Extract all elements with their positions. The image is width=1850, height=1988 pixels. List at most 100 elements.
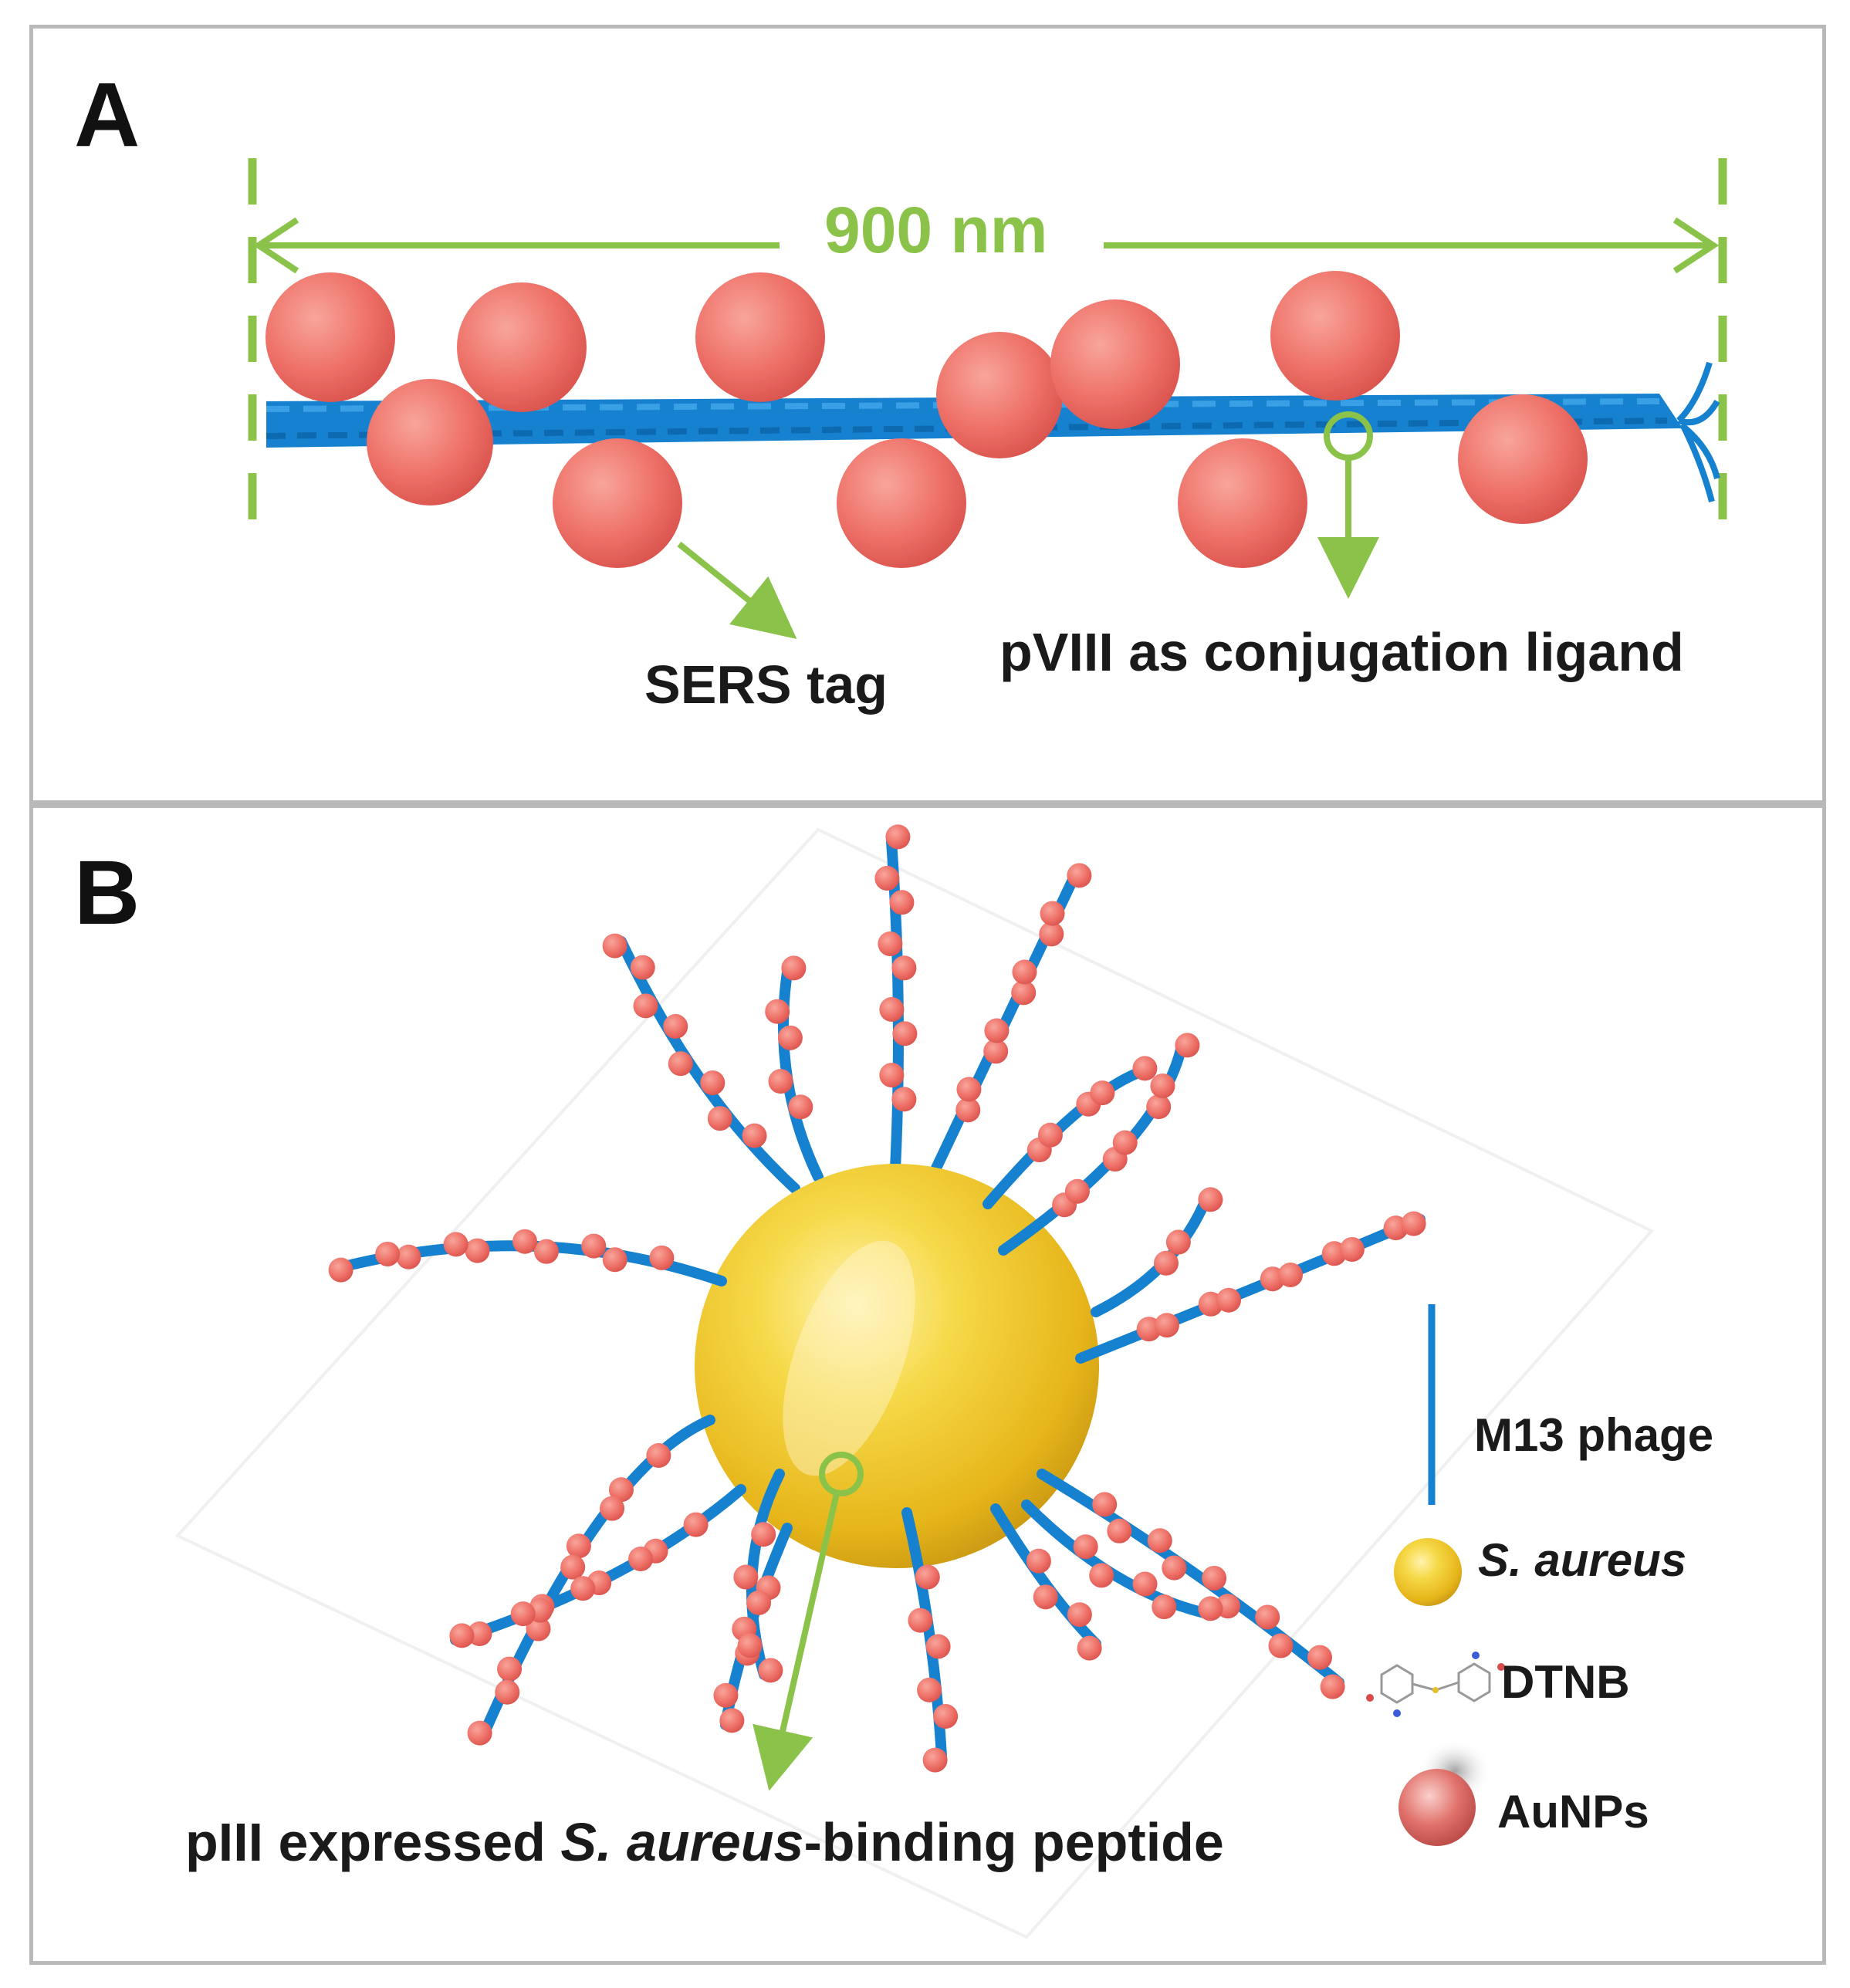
aunp-bead (1154, 1313, 1179, 1338)
aunp-bead (1092, 1492, 1118, 1517)
aunp-bead (1255, 1604, 1280, 1630)
aunp-bead (1401, 1211, 1426, 1236)
phage-arm (1037, 1469, 1344, 1688)
aunp-bead (512, 1229, 538, 1254)
nanoparticle (1178, 438, 1307, 568)
peptide-label-italic: S. aureus (560, 1812, 804, 1872)
phage-arm (1091, 1199, 1209, 1317)
aunp-bead (1039, 921, 1064, 947)
aunp-bead (707, 1106, 732, 1131)
aunp-bead (765, 999, 790, 1024)
panel-b-label: B (74, 842, 140, 944)
s-aureus-bacterium (695, 1164, 1099, 1568)
aunp-bead (891, 1087, 917, 1112)
sers-tag-label: SERS tag (644, 654, 888, 715)
nanoparticle (265, 272, 395, 402)
aunp-bead (443, 1232, 468, 1257)
aunp-bead (768, 1069, 793, 1094)
aunp-bead (1198, 1596, 1223, 1621)
aunp-bead (874, 866, 900, 891)
phage-arm (982, 1067, 1144, 1209)
legend-aunps-label: AuNPs (1497, 1786, 1649, 1838)
aunp-bead (1339, 1236, 1365, 1262)
aunp-bead (788, 1094, 813, 1120)
aunp-bead (1037, 1122, 1063, 1148)
aunp-bead (879, 997, 905, 1023)
aunp-bead (630, 955, 655, 980)
aunp-bead (733, 1564, 759, 1590)
aunp-bead (925, 1634, 951, 1659)
aunp-bead (892, 1021, 918, 1046)
aunp-bead (600, 1496, 625, 1521)
aunp-bead (1132, 1056, 1158, 1081)
scale-label: 900 nm (824, 194, 1048, 266)
legend-s-aureus-icon (1394, 1538, 1462, 1606)
aunp-bead (646, 1442, 671, 1468)
aunp-bead (1012, 959, 1037, 985)
aunp-bead (955, 1097, 981, 1123)
aunp-bead (1307, 1645, 1332, 1670)
aunp-bead (915, 1564, 940, 1590)
aunp-bead (719, 1708, 745, 1733)
aunp-bead (1152, 1594, 1177, 1620)
pviii-marker (1317, 411, 1379, 599)
aunp-bead (1090, 1080, 1115, 1106)
sers-tag-particles (265, 271, 1588, 568)
legend-aunp-icon (1398, 1769, 1476, 1846)
aunp-bead (1165, 1229, 1191, 1255)
nanoparticle (367, 379, 493, 505)
aunp-bead (1147, 1528, 1172, 1554)
aunp-bead (1026, 1548, 1051, 1574)
aunp-bead (633, 993, 658, 1019)
nanoparticle (1458, 394, 1588, 524)
aunp-bead (1040, 901, 1065, 926)
aunp-bead (683, 1512, 709, 1537)
aunp-bead (581, 1233, 607, 1259)
legend (1366, 1304, 1505, 1846)
aunp-bead (1073, 1534, 1098, 1560)
nanoparticle (553, 438, 682, 568)
aunp-bead (1077, 1635, 1102, 1661)
aunp-bead (781, 955, 807, 981)
aunp-bead (1107, 1518, 1132, 1543)
aunp-bead (1089, 1563, 1114, 1588)
phage-nanorod-illustration (248, 158, 1727, 640)
aunp-bead (328, 1257, 353, 1283)
aunp-bead (1112, 1130, 1138, 1155)
peptide-label-pre: pIII expressed (185, 1812, 561, 1872)
aunp-bead (560, 1554, 586, 1580)
aunp-bead (602, 1247, 627, 1273)
aunp-bead (1175, 1033, 1200, 1058)
aunp-bead (777, 1025, 803, 1050)
aunp-bead (742, 1123, 767, 1148)
piii-marker (753, 1452, 864, 1791)
aunp-bead (758, 1658, 783, 1683)
aunp-bead (1132, 1571, 1158, 1597)
aunp-bead (1146, 1094, 1172, 1120)
aunp-bead (983, 1039, 1009, 1064)
legend-dtnb-icon (1366, 1652, 1505, 1717)
aunp-bead (746, 1590, 772, 1615)
aunp-bead (510, 1601, 536, 1627)
aunp-bead (922, 1747, 948, 1773)
aunp-bead (465, 1238, 490, 1263)
aunp-bead (449, 1623, 475, 1648)
aunp-bead (1011, 980, 1037, 1006)
aunp-bead (375, 1241, 401, 1266)
aunp-bead (700, 1070, 725, 1096)
aunp-bead (663, 1014, 688, 1040)
aunp-bead (1064, 1178, 1090, 1204)
aunp-bead (908, 1608, 933, 1633)
nanoparticle (457, 282, 587, 412)
nanoparticle (936, 332, 1063, 458)
pviii-label: pVIII as conjugation ligand (999, 622, 1684, 682)
panel-a-label: A (74, 64, 140, 166)
aunp-bead (879, 1063, 905, 1088)
aunp-bead (495, 1679, 520, 1705)
aunp-bead (1216, 1287, 1241, 1313)
nanoparticle (695, 272, 825, 402)
aunp-bead (1067, 1602, 1092, 1628)
aunp-bead (526, 1616, 551, 1641)
phage-arm (450, 1484, 746, 1645)
aunp-bead (566, 1533, 591, 1559)
